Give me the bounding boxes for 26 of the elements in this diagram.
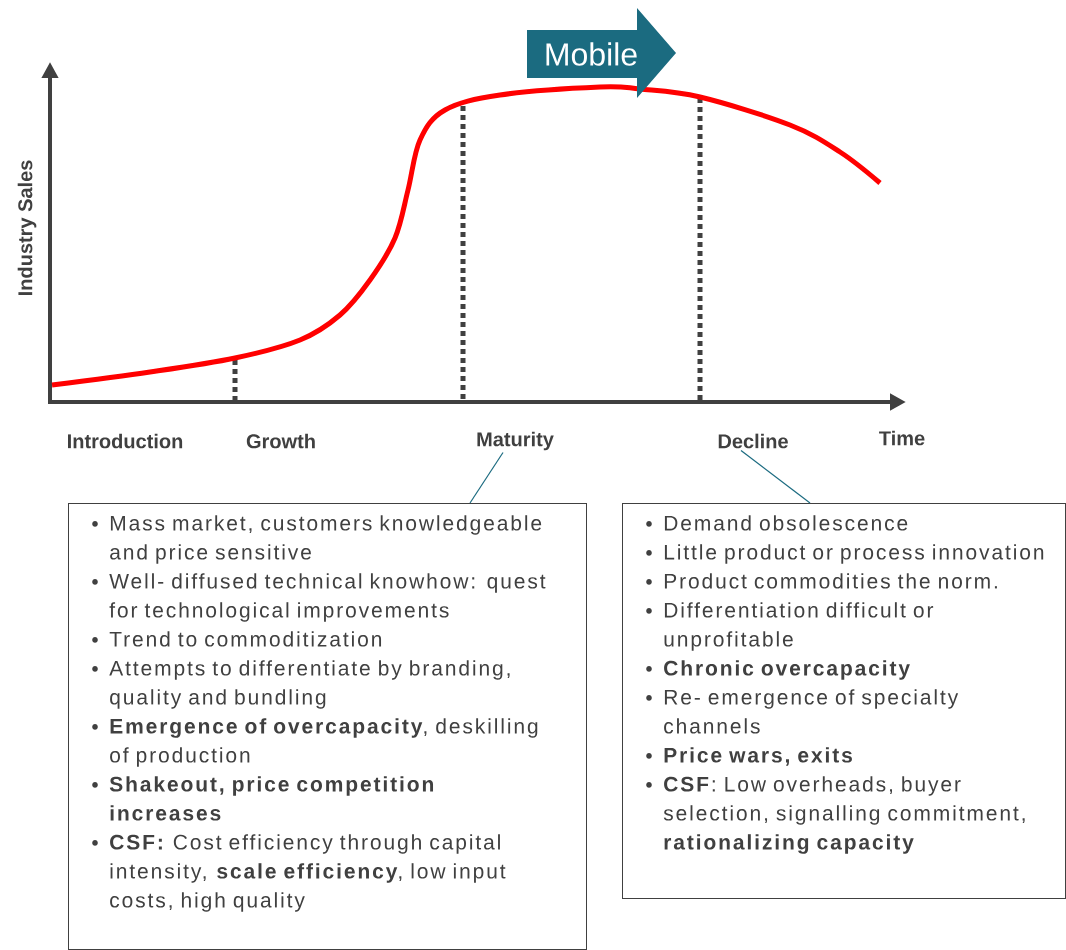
bullet-item: Differentiation difficult or unprofitable [646,602,934,651]
text-box [622,503,1066,899]
bullet-item: Re- emergence of specialty channels [646,689,959,734]
bullet-item: CSF: Low overheads, buyer selection, signalling commitment, rationalizing capacity [646,776,1025,854]
bullet-item: CSF: Cost efficiency through capital intensity, scale efficiency, low input costs, high quality [92,834,506,912]
text-box [68,503,587,950]
leader-line [469,451,504,504]
bullet-item: Emergence of overcapacity, deskilling of production [92,718,538,767]
stage-label: Introduction [68,433,183,449]
bullet-item: Trend to commoditization [92,631,382,647]
stage-label: Growth [246,433,315,449]
bullet-item: Attempts to differentiate by branding, quality and bundling [92,660,510,709]
leader-line [740,449,811,504]
bullet-item: Product commodities the norm. [646,573,997,589]
stage-label: Maturity [477,431,554,451]
bullet-item: Well- diffused technical knowhow: quest for technological improvements [92,573,546,622]
bullet-item: Little product or process innovation [646,544,1044,564]
bullet-item: Shakeout, price competition increases [92,776,433,821]
bullet-item: Demand obsolescence [646,515,908,531]
axis-label: Time [879,430,925,446]
arrow-banner: Mobile [527,8,676,98]
bullet-item: Price wars, exits [646,747,852,766]
stage-label: Decline [718,433,788,449]
bullet-item: Mass market, customers knowledgeable and price sensitive [92,515,542,564]
bullet-item: Chronic overcapacity [646,660,910,680]
axis-label: Industry Sales [17,160,37,295]
